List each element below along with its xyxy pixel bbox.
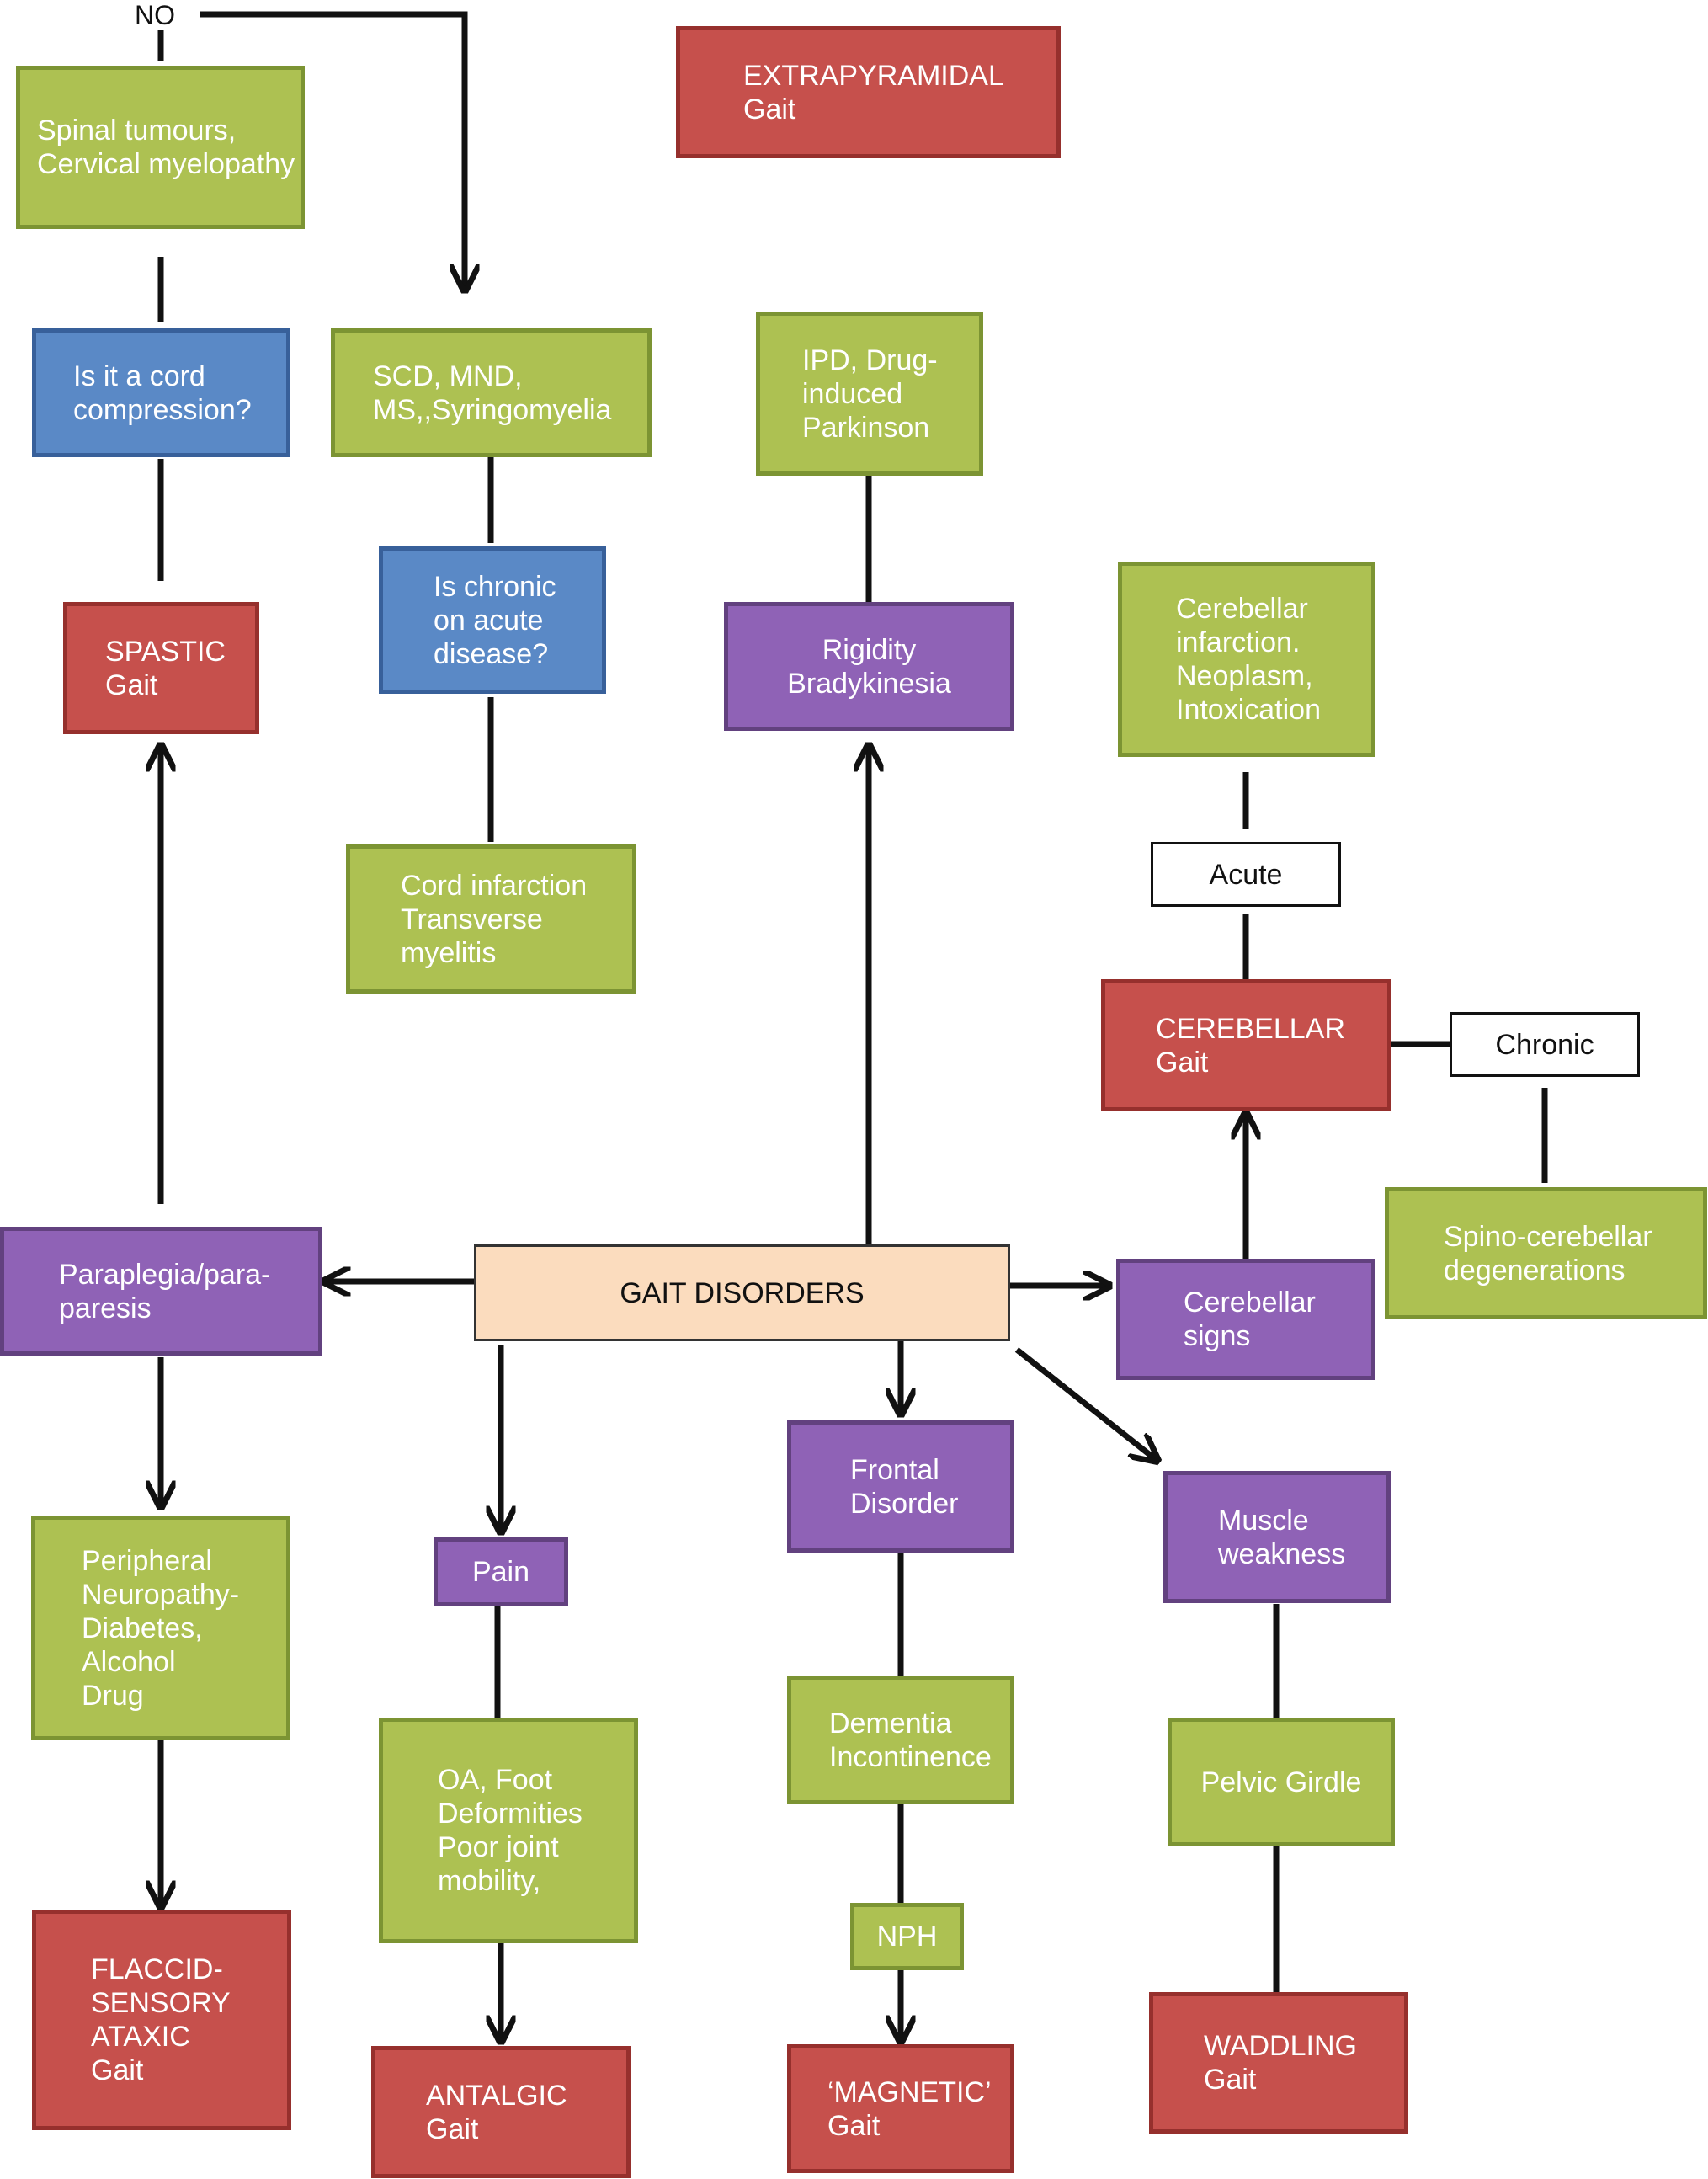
cerebellar-gait-box: CEREBELLAR Gait xyxy=(1101,979,1391,1111)
flaccid-sensory-ataxic-gait-box: FLACCID- SENSORY ATAXIC Gait xyxy=(32,1910,291,2130)
cord-infarction-box: Cord infarction Transverse myelitis xyxy=(346,844,636,994)
spinal-tumours-box: Spinal tumours, Cervical myelopathy xyxy=(16,66,305,229)
gait-disorders-center-box: GAIT DISORDERS xyxy=(474,1244,1010,1341)
cord-compression-question-box: Is it a cord compression? xyxy=(32,328,290,457)
acute-label-box: Acute xyxy=(1151,842,1341,907)
cerebellar-infarction-box: Cerebellar infarction. Neoplasm, Intoxic… xyxy=(1118,562,1375,757)
gait-to-muscle-weakness-arrow xyxy=(1014,1347,1157,1461)
no-to-scd-arrow xyxy=(200,11,465,290)
pain-box: Pain xyxy=(434,1537,568,1606)
antalgic-gait-box: ANTALGIC Gait xyxy=(371,2046,631,2178)
dementia-incontinence-box: Dementia Incontinence xyxy=(787,1676,1014,1804)
scd-mnd-box: SCD, MND, MS,,Syringomyelia xyxy=(331,328,652,457)
magnetic-gait-box: ‘MAGNETIC’ Gait xyxy=(787,2044,1014,2173)
oa-foot-box: OA, Foot Deformities Poor joint mobility… xyxy=(379,1718,638,1943)
nph-box: NPH xyxy=(850,1903,964,1970)
muscle-weakness-box: Muscle weakness xyxy=(1163,1471,1391,1603)
pelvic-girdle-box: Pelvic Girdle xyxy=(1168,1718,1395,1846)
rigidity-bradykinesia-box: Rigidity Bradykinesia xyxy=(724,602,1014,731)
no-label: NO xyxy=(135,0,175,30)
spino-cerebellar-box: Spino-cerebellar degenerations xyxy=(1385,1187,1707,1319)
waddling-gait-box: WADDLING Gait xyxy=(1149,1992,1408,2134)
extrapyramidal-gait-box: EXTRAPYRAMIDAL Gait xyxy=(676,26,1061,158)
chronic-on-acute-question-box: Is chronic on acute disease? xyxy=(379,546,606,694)
frontal-disorder-box: Frontal Disorder xyxy=(787,1420,1014,1553)
ipd-parkinson-box: IPD, Drug- induced Parkinson xyxy=(756,312,983,476)
chronic-label-box: Chronic xyxy=(1450,1012,1640,1077)
spastic-gait-box: SPASTIC Gait xyxy=(63,602,259,734)
cerebellar-signs-box: Cerebellar signs xyxy=(1116,1259,1375,1380)
peripheral-neuropathy-box: Peripheral Neuropathy- Diabetes, Alcohol… xyxy=(31,1516,290,1740)
paraplegia-box: Paraplegia/para- paresis xyxy=(0,1227,322,1356)
